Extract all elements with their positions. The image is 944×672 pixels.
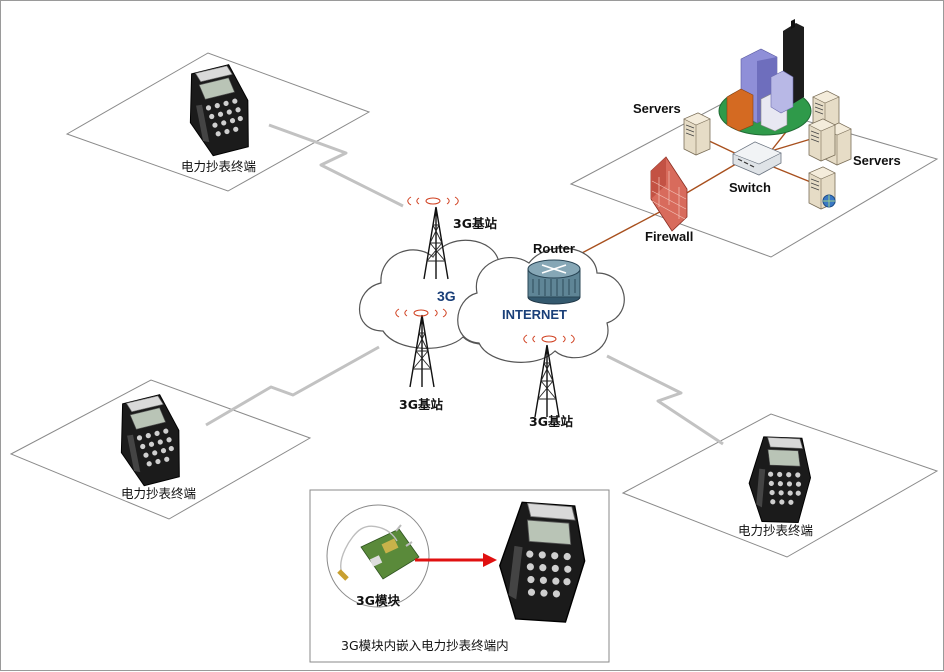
cloud-internet-label: INTERNET — [502, 307, 567, 322]
wireless-link-bottom-right — [606, 354, 724, 446]
servers-left-label: Servers — [633, 101, 681, 116]
tower-top-label: 3G基站 — [453, 216, 497, 231]
cloud-3g-label: 3G — [437, 288, 456, 304]
switch-icon — [732, 141, 782, 176]
module-to-terminal-arrow — [415, 553, 497, 567]
router-label: Router — [533, 241, 575, 256]
signal-waves-top — [407, 196, 459, 206]
firewall-icon — [650, 156, 688, 232]
city-buildings-icon — [718, 19, 812, 136]
servers-right-label: Servers — [853, 153, 901, 168]
inset-caption: 3G模块内嵌入电力抄表终端内 — [341, 638, 509, 653]
terminal-top-left-label: 电力抄表终端 — [181, 159, 256, 174]
tower-right-label: 3G基站 — [529, 414, 573, 429]
router-icon — [527, 259, 581, 305]
module-label: 3G模块 — [356, 593, 400, 608]
module-board-icon — [360, 524, 420, 580]
firewall-label: Firewall — [645, 229, 693, 244]
antenna-icon — [337, 525, 398, 581]
server-web-icon — [808, 166, 836, 210]
wireless-link-bottom-left — [205, 345, 380, 427]
tower-left-label: 3G基站 — [399, 397, 443, 412]
switch-label: Switch — [729, 180, 771, 195]
terminal-bottom-right-label: 电力抄表终端 — [738, 523, 813, 538]
terminal-bottom-left-label: 电力抄表终端 — [121, 486, 196, 501]
wireless-link-top-left — [268, 123, 404, 208]
server-right-mid-icon — [808, 118, 836, 162]
server-left-icon — [683, 112, 711, 156]
cloud-internet — [457, 247, 625, 363]
